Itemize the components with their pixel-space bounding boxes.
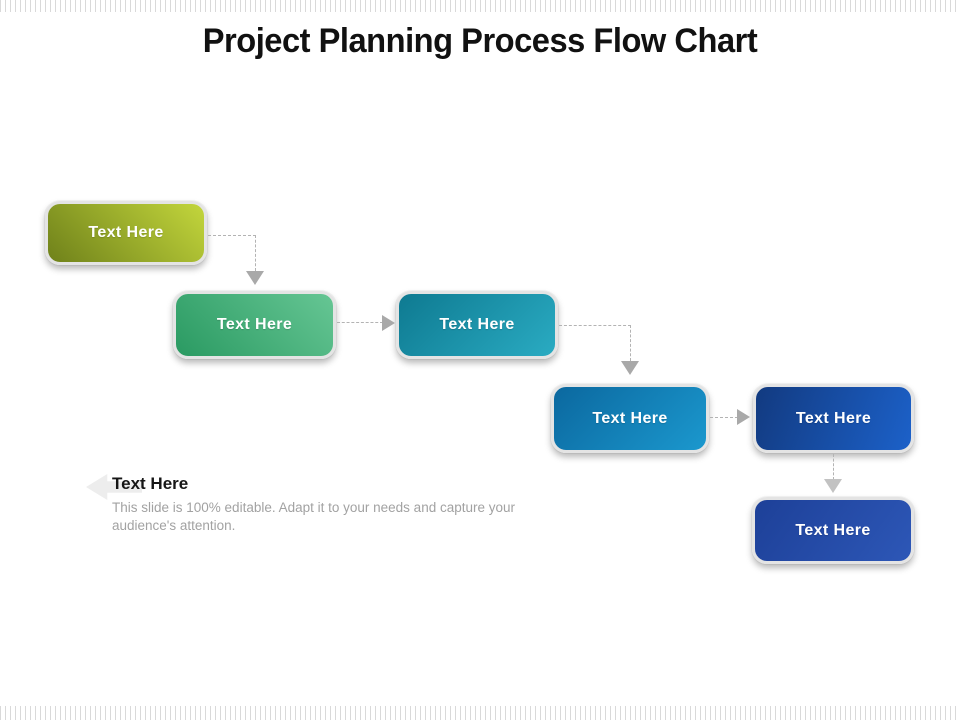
connector-4-horizontal bbox=[710, 417, 738, 418]
flow-box-4-label: Text Here bbox=[592, 409, 668, 427]
flow-box-2[interactable]: Text Here bbox=[173, 291, 336, 359]
arrow-down-icon bbox=[824, 479, 842, 493]
caption-body: This slide is 100% editable. Adapt it to… bbox=[112, 500, 515, 533]
caption-heading: Text Here bbox=[112, 474, 189, 493]
arrow-down-icon bbox=[621, 361, 639, 375]
flow-box-5[interactable]: Text Here bbox=[753, 384, 914, 453]
connector-5-vertical bbox=[833, 454, 834, 480]
flow-box-1-label: Text Here bbox=[88, 224, 164, 241]
arrow-right-icon bbox=[382, 315, 395, 331]
arrow-right-icon bbox=[737, 409, 750, 425]
connector-1-horizontal bbox=[208, 235, 256, 236]
arrow-down-icon bbox=[246, 271, 264, 285]
connector-1-vertical bbox=[255, 235, 256, 271]
flow-box-6-label: Text Here bbox=[795, 521, 871, 539]
page-title: Project Planning Process Flow Chart bbox=[202, 22, 758, 60]
flow-box-3-label: Text Here bbox=[439, 316, 515, 333]
flow-box-4[interactable]: Text Here bbox=[551, 384, 709, 453]
connector-3-vertical bbox=[630, 325, 631, 361]
flow-box-1[interactable]: Text Here bbox=[45, 201, 207, 265]
flow-box-6[interactable]: Text Here bbox=[752, 497, 914, 564]
connector-2-horizontal bbox=[337, 322, 383, 323]
connector-3-horizontal bbox=[559, 325, 631, 326]
top-perforation-band bbox=[0, 0, 960, 12]
flow-box-3[interactable]: Text Here bbox=[396, 291, 558, 359]
flow-box-2-label: Text Here bbox=[216, 316, 293, 333]
bottom-perforation-band bbox=[0, 706, 960, 720]
flow-box-5-label: Text Here bbox=[795, 409, 872, 427]
